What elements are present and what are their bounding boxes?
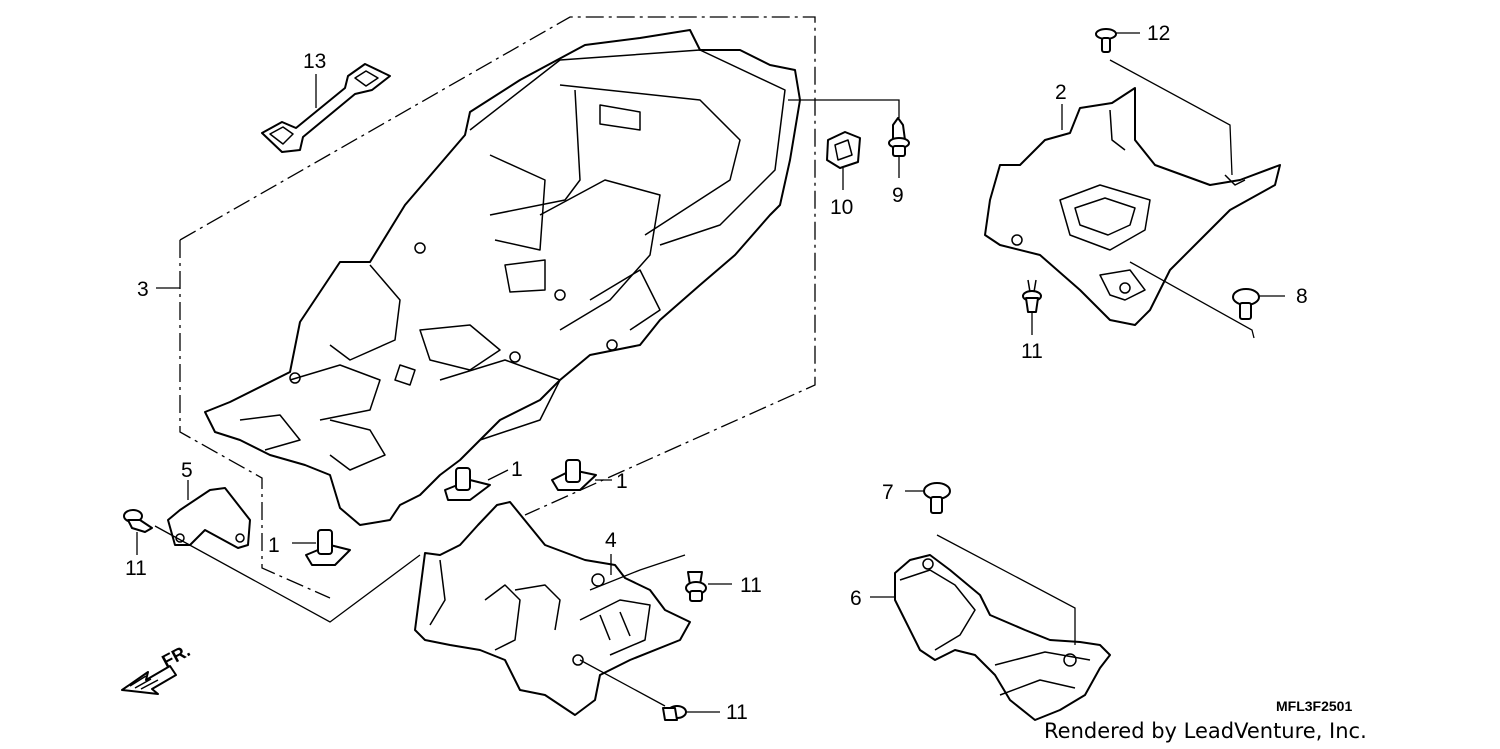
front-direction-arrow: FR. bbox=[121, 640, 193, 695]
part-13-strap[interactable] bbox=[261, 63, 391, 153]
part-11-rivet-b[interactable] bbox=[1022, 279, 1042, 335]
callout-11-bottom: 11 bbox=[726, 701, 748, 724]
callout-10: 10 bbox=[830, 196, 853, 219]
callout-6: 6 bbox=[850, 587, 862, 610]
part-11-rivet-c[interactable] bbox=[589, 554, 732, 602]
callout-11-right: 11 bbox=[1021, 340, 1043, 363]
callout-1-left: 1 bbox=[268, 534, 280, 557]
part-8-bolt[interactable] bbox=[1129, 261, 1285, 339]
part-12-screw[interactable] bbox=[1095, 28, 1233, 176]
callout-11-center: 11 bbox=[740, 574, 762, 597]
part-5-bracket[interactable] bbox=[167, 480, 251, 549]
callout-7: 7 bbox=[882, 481, 894, 504]
front-label: FR. bbox=[158, 640, 193, 671]
part-1-nut-c[interactable] bbox=[292, 529, 351, 566]
part-11-rivet-a[interactable] bbox=[123, 509, 421, 623]
part-11-rivet-d[interactable] bbox=[579, 659, 720, 721]
callout-4: 4 bbox=[605, 529, 617, 552]
part-1-nut-b[interactable] bbox=[551, 459, 612, 491]
part-2-fender-cover[interactable] bbox=[984, 87, 1281, 326]
part-7-bolt[interactable] bbox=[905, 482, 1076, 645]
part-1-nut-a[interactable] bbox=[444, 467, 509, 501]
callout-5: 5 bbox=[181, 459, 193, 482]
part-4-inner-cover[interactable] bbox=[414, 501, 691, 716]
callout-13: 13 bbox=[303, 50, 326, 73]
callout-1-middle: 1 bbox=[511, 458, 523, 481]
part-3-rear-fender[interactable] bbox=[204, 29, 801, 526]
callout-8: 8 bbox=[1296, 285, 1308, 308]
callout-12: 12 bbox=[1147, 22, 1170, 45]
diagram-code: MFL3F2501 bbox=[1276, 698, 1352, 714]
callout-11-left: 11 bbox=[125, 557, 147, 580]
assembly-boundary bbox=[179, 16, 816, 599]
callout-2: 2 bbox=[1055, 81, 1067, 104]
callout-9: 9 bbox=[892, 184, 904, 207]
part-10-clip[interactable] bbox=[826, 131, 861, 190]
callout-3: 3 bbox=[137, 278, 149, 301]
part-6-splash-guard[interactable] bbox=[870, 554, 1111, 721]
part-9-rivet[interactable] bbox=[788, 99, 910, 178]
callout-1-right: 1 bbox=[616, 470, 628, 493]
render-credit: Rendered by LeadVenture, Inc. bbox=[1044, 719, 1367, 743]
